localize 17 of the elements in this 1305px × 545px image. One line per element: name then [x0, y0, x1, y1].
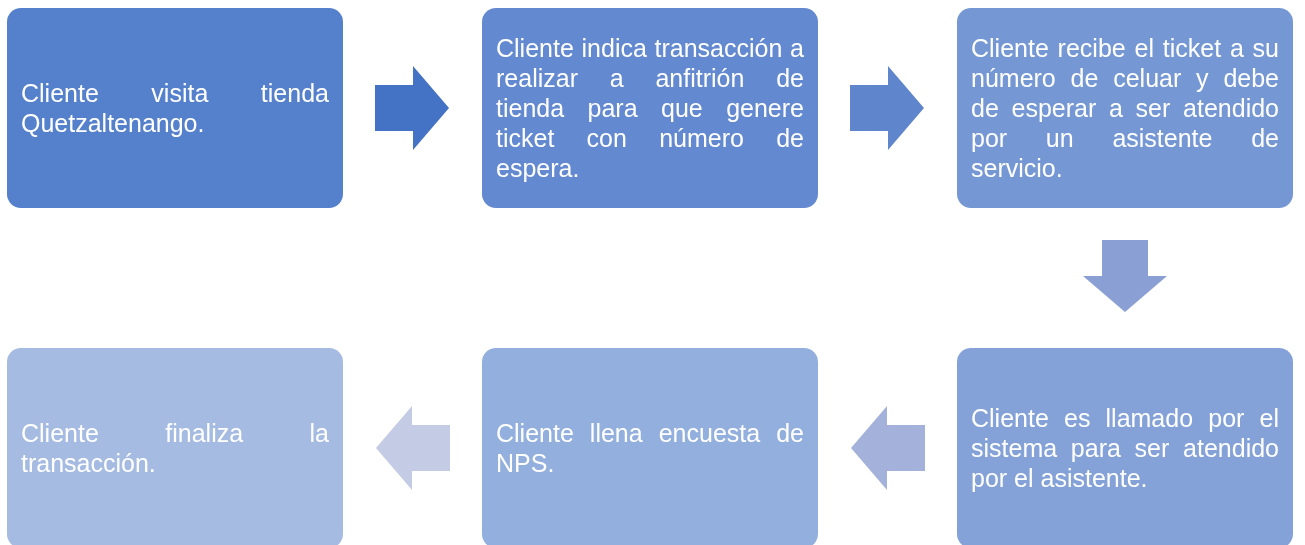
step-text: Cliente recibe el ticket a su número de celuar y debe de esperar a ser atendido por un asistente de servicio. [971, 33, 1279, 183]
step-text: Cliente es llamado por el sistema para ser atendido por el asistente. [971, 403, 1279, 493]
process-box [7, 8, 343, 208]
block-arrow [1083, 240, 1167, 312]
step-text: Cliente indica transacción a realizar a anfitrión de tienda para que genere ticket con número de espera. [496, 33, 804, 183]
step-text: Cliente visita tienda Quetzaltenango. [21, 78, 329, 138]
step-text: Cliente finaliza la transacción. [21, 418, 329, 478]
block-arrow [375, 66, 449, 150]
process-box [957, 8, 1293, 208]
step-text: Cliente llena encuesta de NPS. [496, 418, 804, 478]
block-arrow [850, 66, 924, 150]
block-arrow [851, 406, 925, 490]
process-box [7, 348, 343, 545]
process-box [482, 348, 818, 545]
block-arrow [376, 406, 450, 490]
process-box [482, 8, 818, 208]
process-box [957, 348, 1293, 545]
